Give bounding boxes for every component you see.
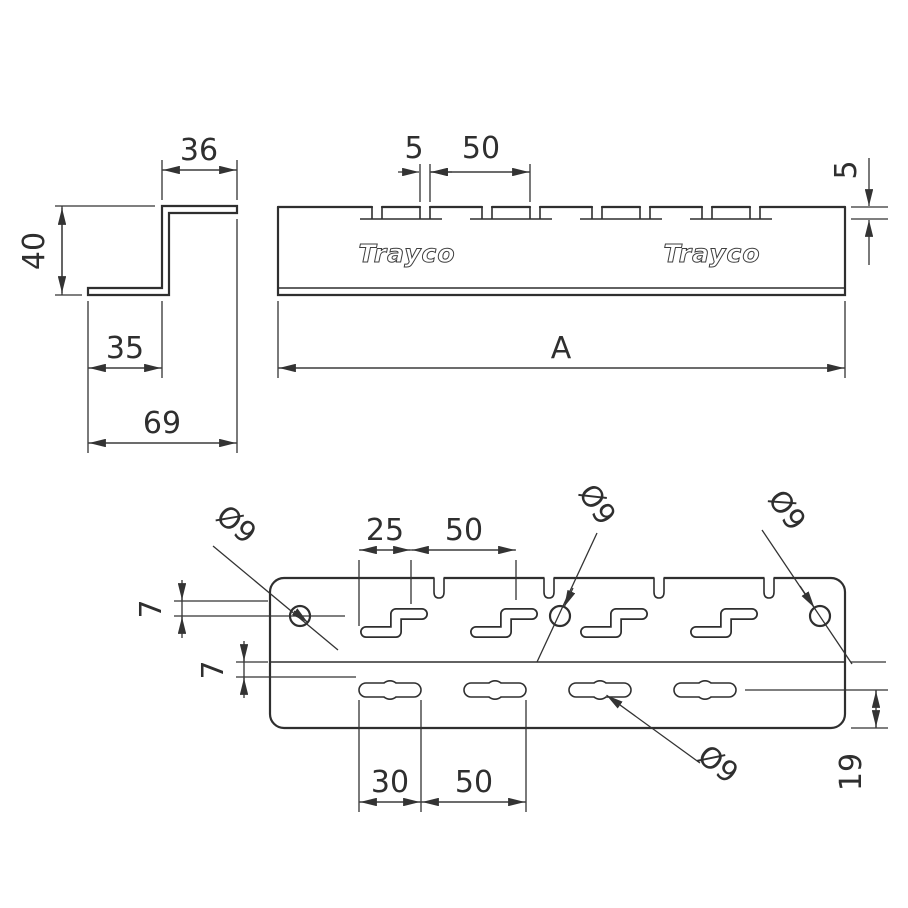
dim-50-bottom-label: 50 [455,765,493,800]
dim-50-bottom: 50 [421,700,527,812]
leader-dia-left: Ø9 [210,498,339,651]
dim-A-label: A [551,331,572,366]
dim-50-mid: 50 [411,513,517,600]
dia-bottom-label: Ø9 [691,738,744,790]
dim-50-mid-label: 50 [445,513,483,548]
dim-69: 69 [88,219,238,453]
dim-7-upper: 7 [134,580,345,638]
dim-19: 19 [745,661,888,791]
dim-length-A: A [277,301,846,378]
dim-30-label: 30 [371,765,409,800]
profile-section-view [86,204,239,297]
brand-logo-left: Trayco [358,239,455,268]
keyhole-slots [358,680,737,700]
dim-36: 36 [161,133,238,200]
dim-5-right: 5 [829,158,888,265]
dim-5-top: 5 [398,131,452,202]
dim-50-top: 50 [430,131,531,202]
serpentine-slots [360,608,758,638]
dim-30: 30 [358,700,422,812]
dim-25: 25 [358,513,412,626]
dim-50-top-label: 50 [462,131,500,166]
dim-69-label: 69 [143,406,181,441]
leader-dia-right: Ø9 [761,483,853,665]
dim-5-right-label: 5 [829,160,864,179]
dim-35: 35 [87,301,163,453]
rail-side-view: Trayco Trayco [276,205,847,297]
dia-left-label: Ø9 [210,498,263,551]
dim-5-top-label: 5 [404,131,423,166]
brand-logo-right: Trayco [663,239,760,268]
dia-mid-label: Ø9 [572,478,623,531]
dim-7-lower-label: 7 [196,660,231,679]
rail-plan-view [268,576,847,730]
dim-36-label: 36 [180,133,218,168]
dim-7-upper-label: 7 [134,599,169,618]
flange-tab-gaps [433,576,775,599]
dim-40-label: 40 [17,232,52,270]
dim-40: 40 [17,205,155,296]
dim-35-label: 35 [106,331,144,366]
leader-dia-bottom: Ø9 [606,694,745,790]
dim-19-label: 19 [834,753,869,791]
dim-25-label: 25 [366,513,404,548]
dia-right-label: Ø9 [761,483,813,536]
dim-7-lower: 7 [196,641,356,698]
